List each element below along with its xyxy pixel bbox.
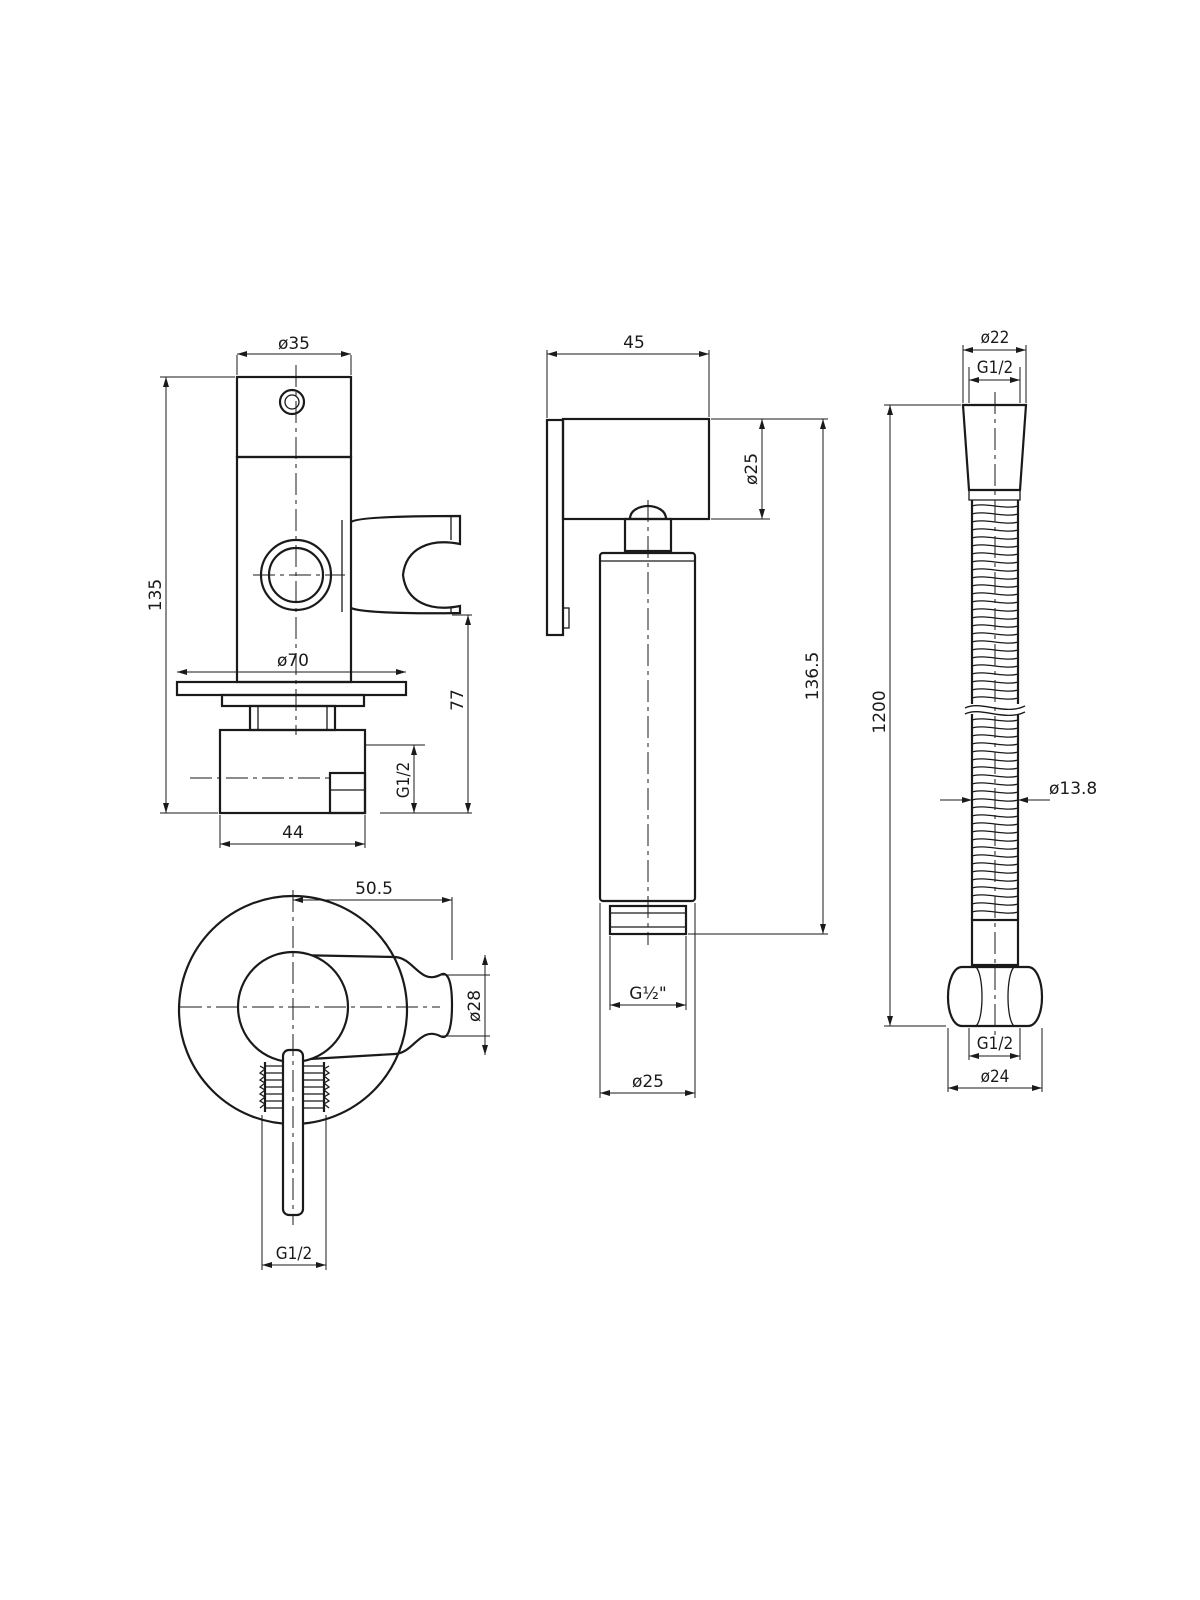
dim-holder-depth-label: 50.5 xyxy=(355,879,393,899)
sprayer-view: 45 ø25 136.5 G½" ø25 xyxy=(545,333,828,1098)
hose-bottom-ferrule xyxy=(970,918,1020,967)
inlet-port xyxy=(328,771,367,815)
dim-head-dia: ø25 xyxy=(742,453,762,485)
valve-body xyxy=(235,455,353,684)
hose-rib xyxy=(971,782,1019,786)
dim-hose-bottom-thread: G1/2 xyxy=(977,1034,1013,1054)
dim-body-dia: ø25 xyxy=(632,1072,664,1092)
hose-view: ø22 G1/2 1200 ø13.8 G1/2 ø24 xyxy=(870,328,1097,1092)
dim-hose-length: 1200 xyxy=(870,690,890,733)
dim-hose-top-dia: ø22 xyxy=(981,328,1010,348)
dim-outlet-height: 77 xyxy=(448,689,468,711)
top-holder xyxy=(292,953,454,1062)
dim-plate-dia: ø70 xyxy=(277,651,309,671)
handset-holder xyxy=(350,514,462,615)
valve-top-view: 44 50.5 ø28 G1/2 xyxy=(177,879,490,1270)
hose-rib xyxy=(971,640,1019,644)
flange xyxy=(220,693,366,708)
sprayer-head xyxy=(561,417,711,521)
hose-rib xyxy=(971,774,1019,778)
sprayer-back-plate xyxy=(545,418,565,637)
dim-inlet-thread: G1/2 xyxy=(394,762,414,798)
hose-rib xyxy=(971,568,1019,572)
cap-screw xyxy=(278,388,306,416)
valve-stem xyxy=(248,704,337,732)
dim-sprayer-thread: G½" xyxy=(629,984,666,1004)
dim-valve-height: 135 xyxy=(146,579,166,611)
dim-hose-dia: ø13.8 xyxy=(1049,779,1097,799)
valve-box xyxy=(218,728,367,815)
hose-rib xyxy=(971,560,1019,564)
dim-hose-bottom-dia: ø24 xyxy=(981,1067,1010,1087)
valve-side-view: ø35 135 ø70 77 G1/2 44 xyxy=(146,334,472,848)
valve-cap xyxy=(235,375,353,459)
dim-holder-dia: ø28 xyxy=(465,990,485,1022)
hose-hex-nut xyxy=(946,965,1044,1028)
dim-box-width: 44 xyxy=(282,823,304,843)
dim-valve-top-dia: ø35 xyxy=(278,334,310,354)
hose-rib xyxy=(971,632,1019,636)
dim-head-width: 45 xyxy=(623,333,645,353)
dim-hose-top-thread: G1/2 xyxy=(977,358,1013,378)
hose-rib xyxy=(971,846,1019,850)
dim-sprayer-length: 136.5 xyxy=(803,652,823,701)
hose-rib xyxy=(971,854,1019,858)
wall-plate xyxy=(175,680,408,697)
dim-pipe-thread: G1/2 xyxy=(276,1244,312,1264)
